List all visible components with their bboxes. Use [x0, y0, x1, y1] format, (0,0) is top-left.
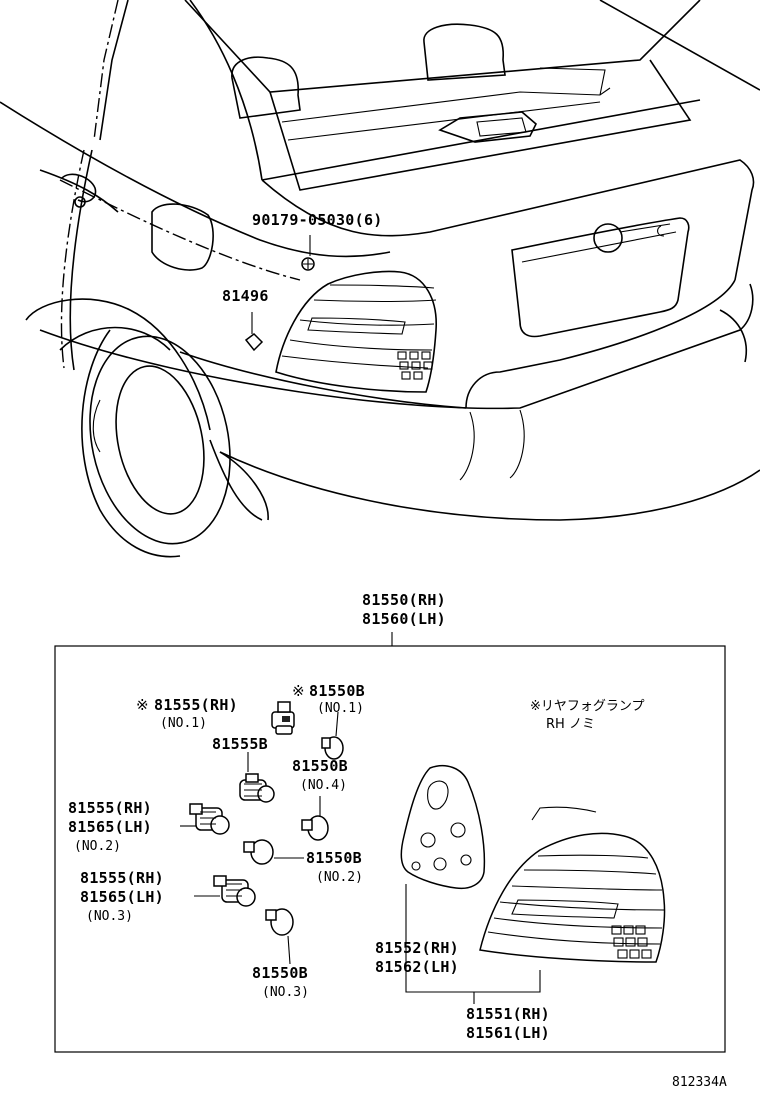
label-lens-lh: 81561(LH)	[466, 1024, 550, 1042]
label-socket-no3-rh: 81555(RH)	[80, 869, 164, 887]
fog-lamp-socket-icon	[271, 701, 295, 735]
label-bulb-no3-no: (NO.3)	[262, 985, 309, 1000]
label-socket-b: 81555B	[212, 735, 268, 753]
socket-no3-icon	[213, 875, 256, 907]
label-bulb-no4: 81550B	[292, 757, 348, 775]
label-bulb-no4-no: (NO.4)	[300, 778, 347, 793]
label-fog-bulb-no: (NO.1)	[317, 701, 364, 716]
label-bulb-no3: 81550B	[252, 964, 308, 982]
label-lamp-assy-rh: 81550(RH)	[362, 591, 446, 609]
label-fog-socket: 81555(RH)	[154, 696, 238, 714]
label-socket-no3-lh: 81565(LH)	[80, 888, 164, 906]
label-gasket-rh: 81552(RH)	[375, 939, 459, 957]
label-bulb-no2: 81550B	[306, 849, 362, 867]
label-fog-socket-no: (NO.1)	[160, 716, 207, 731]
tail-lamp-lens-icon	[479, 806, 666, 963]
label-socket-no2-rh: 81555(RH)	[68, 799, 152, 817]
marker-fog-bulb: ※	[292, 682, 305, 700]
socket-b-icon	[239, 773, 275, 803]
gasket-icon	[400, 764, 486, 890]
label-gasket-lh: 81562(LH)	[375, 958, 459, 976]
label-fog-bulb: 81550B	[309, 682, 365, 700]
screw-icon	[301, 257, 315, 271]
label-socket-no2-no: (NO.2)	[74, 839, 121, 854]
label-lamp-assy-lh: 81560(LH)	[362, 610, 446, 628]
fog-bulb-icon	[321, 736, 344, 760]
clip-icon	[244, 333, 264, 352]
fog-lamp-note-line2: RH ノミ	[546, 717, 595, 732]
label-lens-rh: 81551(RH)	[466, 1005, 550, 1023]
label-screw: 90179-05030(6)	[252, 211, 383, 229]
diagram-id: 812334A	[672, 1075, 727, 1090]
label-clip: 81496	[222, 287, 269, 305]
socket-no2-icon	[189, 803, 230, 835]
label-socket-no3-no: (NO.3)	[86, 909, 133, 924]
exploded-view-frame	[54, 632, 726, 1053]
bulb-no2-icon	[243, 839, 274, 865]
fog-lamp-note-line1: ※リヤフォグランプ	[530, 699, 645, 714]
bulb-no3-icon	[265, 908, 294, 936]
bulb-no4-icon	[301, 815, 329, 841]
marker-fog-socket: ※	[136, 696, 149, 714]
label-socket-no2-lh: 81565(LH)	[68, 818, 152, 836]
label-bulb-no2-no: (NO.2)	[316, 870, 363, 885]
car-rear-illustration	[0, 0, 760, 558]
